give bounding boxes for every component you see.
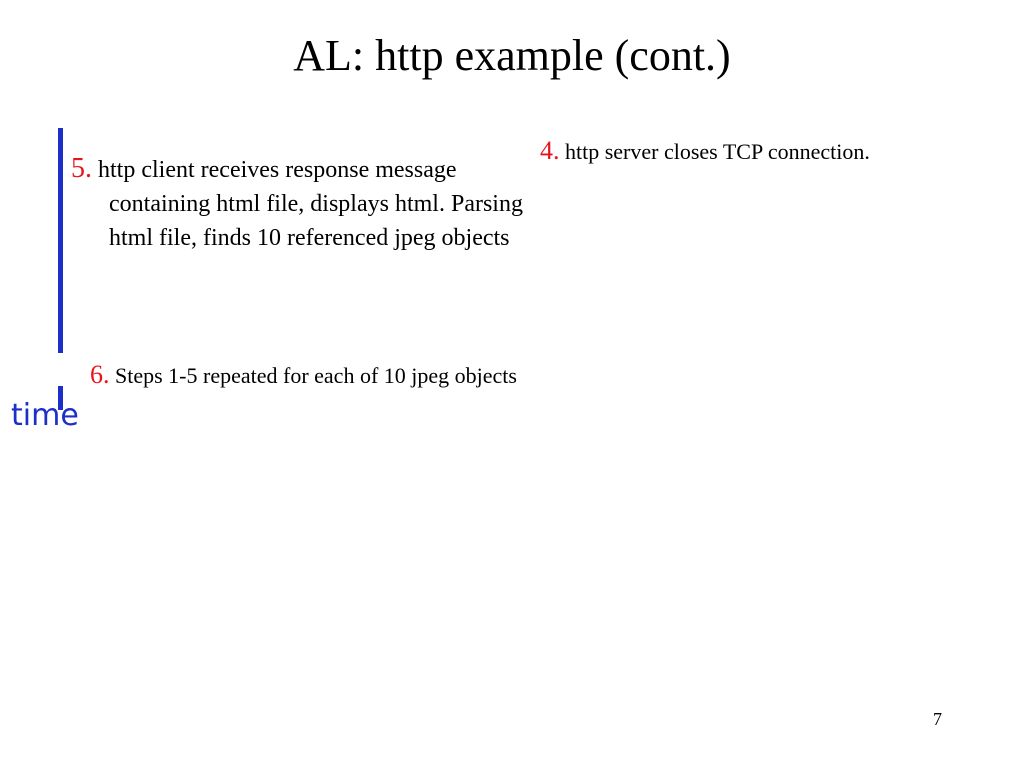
step-6-text: Steps 1-5 repeated for each of 10 jpeg o… [115, 363, 517, 388]
step-6: 6. Steps 1-5 repeated for each of 10 jpe… [90, 360, 548, 391]
step-5-text: http client receives response message co… [98, 157, 523, 251]
slide-title: AL: http example (cont.) [293, 31, 731, 80]
step-4-number: 4. [540, 136, 560, 165]
step-4: 4. http server closes TCP connection. [540, 134, 980, 169]
step-4-text: http server closes TCP connection. [565, 139, 870, 164]
timeline-arrow-line [58, 128, 63, 353]
step-6-number: 6. [90, 360, 110, 389]
timeline-arrow-tick [58, 386, 63, 410]
page-number: 7 [933, 709, 942, 729]
timeline-label: time [11, 398, 79, 433]
step-5-number: 5. [71, 153, 92, 184]
step-5: 5. http client receives response message… [71, 152, 549, 255]
